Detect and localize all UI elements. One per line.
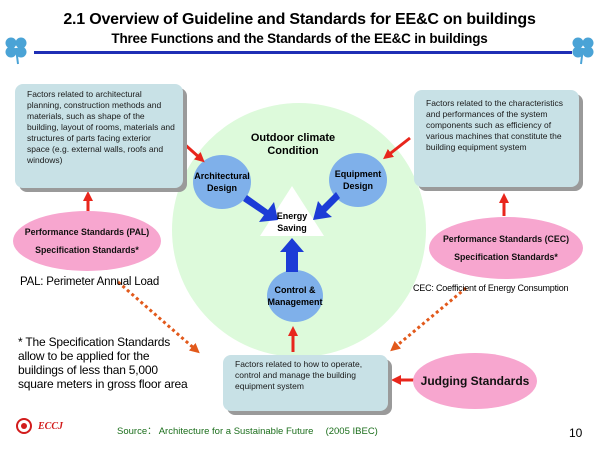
architectural-design-circle xyxy=(193,155,251,209)
pal-specification-standard: Specification Standards* xyxy=(35,245,139,255)
specification-note: * The Specification Standards allow to b… xyxy=(18,335,188,391)
cec-performance-standard: Performance Standards (CEC) xyxy=(442,234,570,244)
cec-standards-ellipse: Performance Standards (CEC) Specificatio… xyxy=(429,217,583,279)
energy-saving-label: Energy Saving xyxy=(276,211,308,233)
cec-definition: CEC: Coefficient of Energy Consumption xyxy=(413,283,569,293)
operation-factors-box: Factors related to how to operate, contr… xyxy=(223,355,388,411)
pal-performance-standard: Performance Standards (PAL) xyxy=(24,227,150,237)
energy-saving-triangle xyxy=(260,186,324,236)
equipment-design-circle xyxy=(329,153,387,207)
red-arrow-to-arch xyxy=(180,140,205,163)
page-number: 10 xyxy=(569,426,583,440)
control-management-circle xyxy=(267,270,323,322)
outdoor-climate-label: Outdoor climate Condition xyxy=(250,132,336,157)
eccj-logo-icon xyxy=(16,418,32,434)
red-arrow-to-equip xyxy=(383,136,411,160)
equipment-factors-box: Factors related to the characteristics a… xyxy=(414,90,579,187)
control-management-label: Control & Management xyxy=(267,285,323,307)
equipment-design-label: Equipment Design xyxy=(334,169,382,191)
page-subtitle: Three Functions and the Standards of the… xyxy=(111,31,488,46)
title-divider xyxy=(34,51,572,54)
blue-arrow-arch xyxy=(243,195,278,222)
pal-definition: PAL: Perimeter Annual Load xyxy=(20,276,160,288)
dotted-arrow-pal xyxy=(117,280,200,354)
judging-standards-ellipse: Judging Standards xyxy=(413,353,537,409)
clover-icon-right xyxy=(572,37,594,65)
blue-arrow-control xyxy=(280,238,304,272)
page-title: 2.1 Overview of Guideline and Standards … xyxy=(63,11,536,28)
judging-standards-label: Judging Standards xyxy=(420,374,530,388)
architectural-factors-box: Factors related to architectural plannin… xyxy=(15,84,183,188)
eccj-logo: ECCJ xyxy=(16,418,63,434)
architectural-design-label: Architectural Design xyxy=(194,171,250,193)
dotted-arrow-cec xyxy=(390,286,467,352)
clover-icon-left xyxy=(5,37,27,65)
blue-arrow-equip xyxy=(313,192,340,220)
cec-specification-standard: Specification Standards* xyxy=(454,252,558,262)
pal-standards-ellipse: Performance Standards (PAL) Specificatio… xyxy=(13,211,161,271)
eccj-logo-text: ECCJ xyxy=(38,420,64,432)
source-citation: Source： Architecture for a Sustainable F… xyxy=(117,426,378,437)
